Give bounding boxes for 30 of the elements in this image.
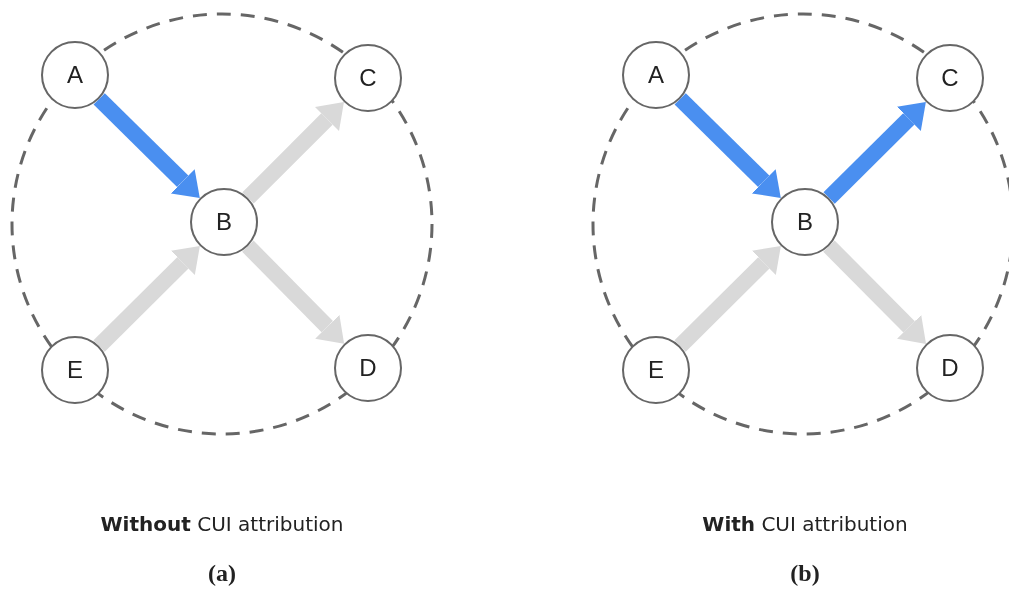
arrow <box>93 93 200 199</box>
panel-caption: With CUI attribution <box>702 512 908 536</box>
node-circle <box>41 336 109 404</box>
arrow <box>674 93 781 199</box>
node-label: E <box>648 356 664 384</box>
panel-caption: Without CUI attribution <box>100 512 344 536</box>
node-circle <box>334 44 402 112</box>
arrow <box>93 245 200 352</box>
arrow <box>674 245 781 352</box>
node-label: D <box>359 354 377 382</box>
node-label: A <box>67 61 83 89</box>
node-label: B <box>797 208 813 236</box>
arrow <box>242 240 345 344</box>
arrow <box>823 101 926 204</box>
node-label: E <box>67 356 83 384</box>
node-circle <box>771 188 839 256</box>
arrow <box>823 240 927 344</box>
subfigure-label: (a) <box>208 560 236 587</box>
node-circle <box>190 188 258 256</box>
arrow <box>242 102 344 204</box>
node-label: D <box>941 354 959 382</box>
node-label: B <box>216 208 232 236</box>
node-circle <box>916 44 984 112</box>
node-circle <box>334 334 402 402</box>
subfigure-label: (b) <box>790 560 820 587</box>
node-label: A <box>648 61 664 89</box>
node-label: C <box>941 64 959 92</box>
node-circle <box>622 336 690 404</box>
node-circle <box>916 334 984 402</box>
node-label: C <box>359 64 377 92</box>
